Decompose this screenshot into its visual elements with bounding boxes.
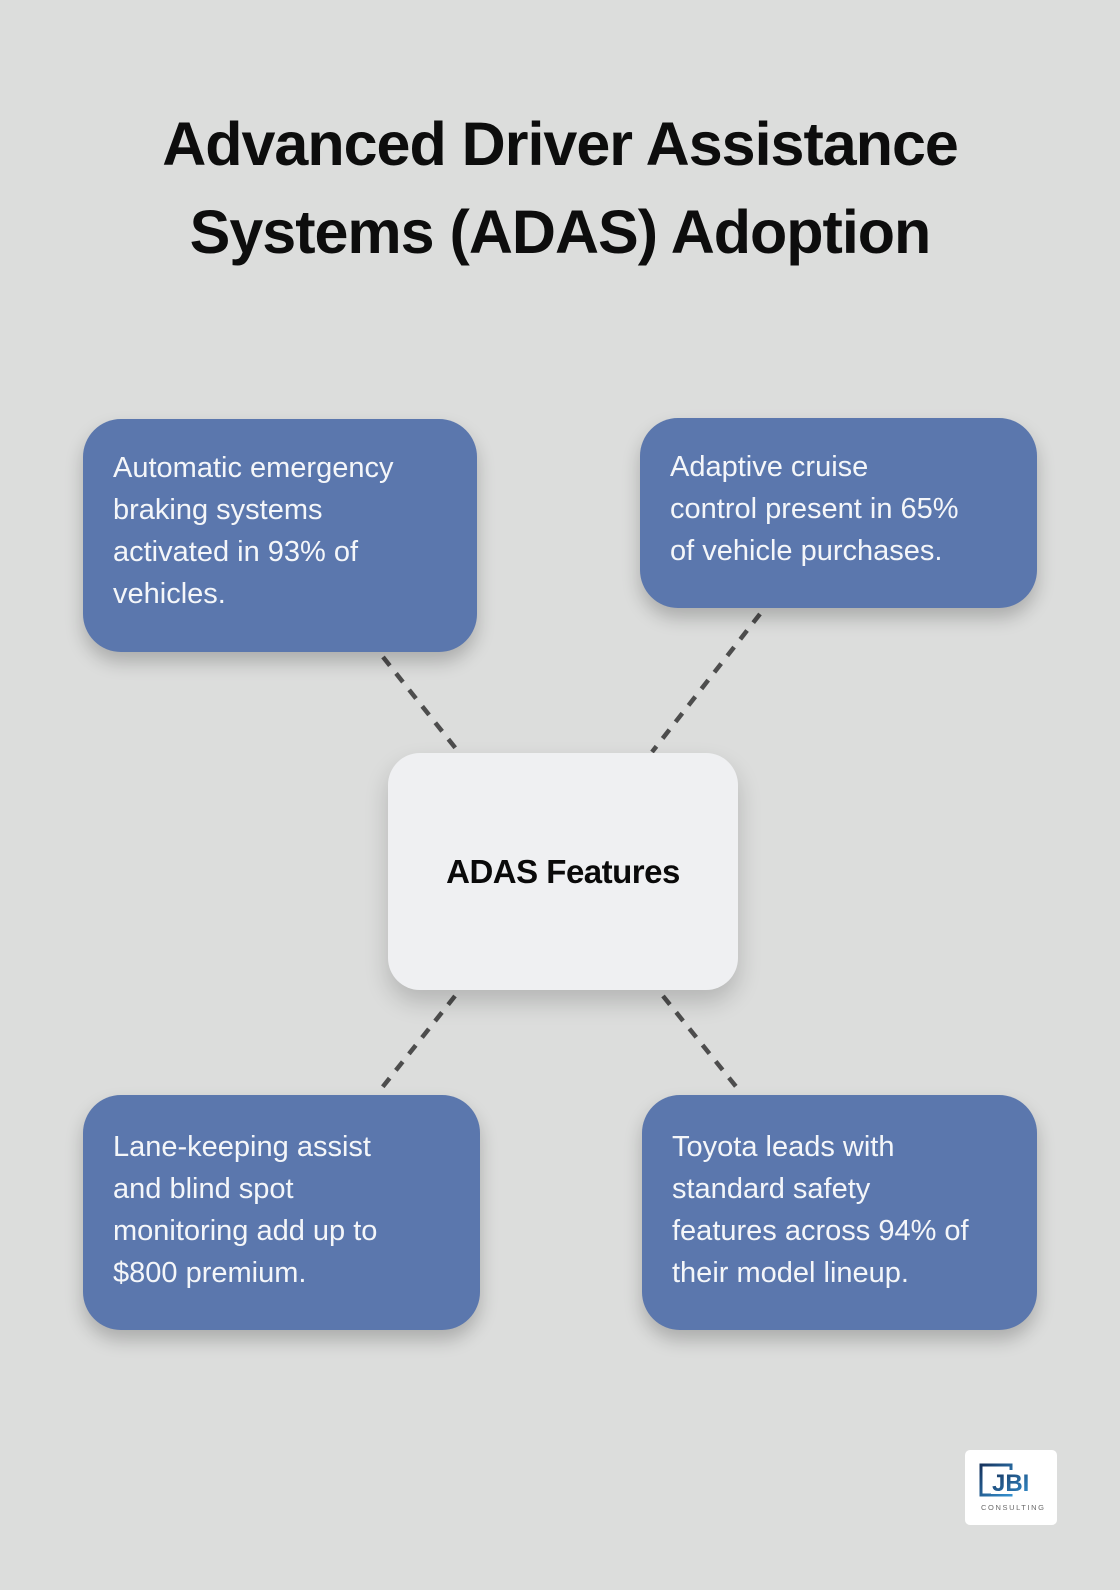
logo-subtitle: CONSULTING <box>981 1503 1044 1512</box>
center-node-label: ADAS Features <box>446 852 680 890</box>
logo-card: JBI CONSULTING <box>965 1450 1057 1525</box>
connector-bottom-right <box>661 994 740 1091</box>
logo-name: JBI <box>992 1470 1029 1497</box>
connector-top-right <box>650 612 762 754</box>
jbi-logo-icon: JBI CONSULTING <box>979 1463 1044 1512</box>
center-node-adas-features: ADAS Features <box>388 753 738 990</box>
logo-text-knockout <box>991 1469 1014 1494</box>
connector-bottom-left <box>379 994 457 1091</box>
connector-top-left <box>381 655 459 752</box>
